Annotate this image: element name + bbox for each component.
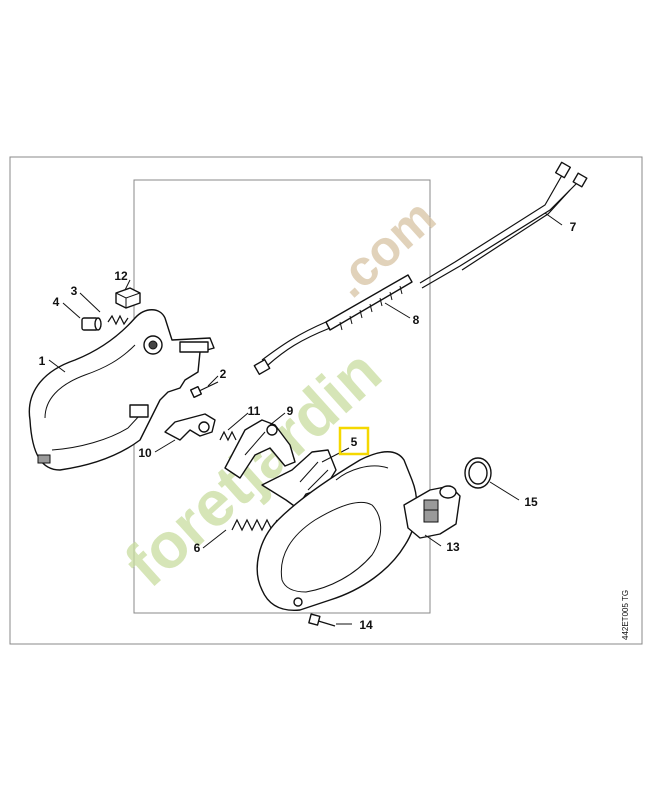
part-15-o-ring [464,457,492,489]
part-12-switch [115,287,141,309]
label-part-5: 5 [351,435,358,449]
part-number-labels: 1 2 3 4 5 6 7 8 9 10 11 12 13 14 15 [39,220,577,632]
label-part-13: 13 [446,540,460,554]
part-13-handle-housing [256,451,461,611]
highlight-box-part-5 [338,426,370,456]
label-part-15: 15 [524,495,538,509]
label-part-2: 2 [220,367,227,381]
part-2-screw [189,381,219,399]
part-4-sleeve [81,317,102,331]
part-7-8-cable-harness [253,161,588,376]
label-part-11: 11 [248,404,261,418]
part-9-trigger [224,419,296,479]
part-3-spring [107,314,129,326]
label-part-4: 4 [53,295,60,309]
label-part-3: 3 [71,284,78,298]
label-part-9: 9 [287,404,294,418]
label-part-6: 6 [194,541,201,555]
part-10-lever [164,413,216,441]
label-part-10: 10 [138,446,152,460]
label-part-14: 14 [359,618,373,632]
part-14-screw [308,613,336,627]
label-part-1: 1 [39,354,46,368]
label-part-8: 8 [413,313,420,327]
leader-lines [48,212,563,625]
label-part-7: 7 [570,220,577,234]
part-11-spring [219,430,237,442]
part-1-handle-half [28,309,215,471]
reference-code: 442ET005 TG [621,590,630,640]
outer-frame [9,156,643,645]
label-part-12: 12 [114,269,128,283]
part-6-spring [231,518,278,532]
